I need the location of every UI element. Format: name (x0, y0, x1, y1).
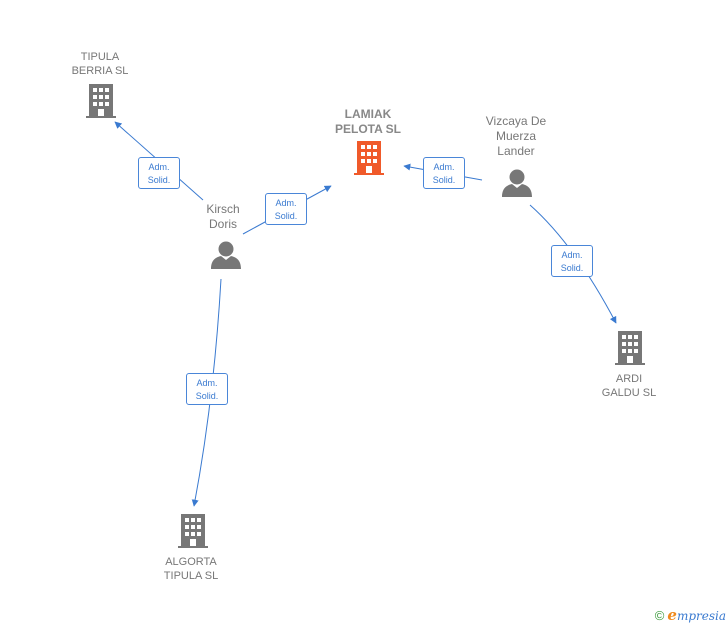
edge-label-line2: Solid. (432, 175, 456, 185)
edge-label-vizcaya-lamiak: Adm. Solid. (423, 157, 465, 189)
edge-label-line2: Solid. (195, 391, 219, 401)
building-icon[interactable] (615, 331, 645, 365)
node-label-ardi-galdu[interactable]: ARDI GALDU SL (601, 373, 657, 399)
edge-label-line1: Adm. (275, 198, 297, 208)
edge-label-kirsch-lamiak: Adm. Solid. (265, 193, 307, 225)
edge-label-kirsch-algorta: Adm. Solid. (186, 373, 228, 405)
brand-logo[interactable]: ©empresia (655, 606, 726, 624)
brand-name: mpresia (676, 609, 726, 623)
edge-label-line1: Adm. (561, 250, 583, 260)
edge-label-line2: Solid. (147, 175, 171, 185)
copyright-symbol: © (654, 608, 665, 623)
node-label-tipula-berria[interactable]: TIPULA BERRIA SL (71, 51, 129, 77)
node-label-lamiak-pelota[interactable]: LAMIAK PELOTA SL (335, 107, 401, 136)
node-label-kirsch-doris[interactable]: Kirsch Doris (206, 202, 240, 231)
person-icon[interactable] (502, 169, 532, 198)
edge-label-line1: Adm. (433, 162, 455, 172)
building-icon[interactable] (178, 514, 208, 548)
edge-label-kirsch-tipula: Adm. Solid. (138, 157, 180, 189)
node-label-vizcaya-de-muerza-lander[interactable]: Vizcaya De Muerza Lander (485, 114, 547, 158)
edge-label-line2: Solid. (560, 263, 584, 273)
building-icon[interactable] (354, 141, 384, 175)
node-label-algorta-tipula[interactable]: ALGORTA TIPULA SL (163, 556, 219, 582)
brand-initial: e (667, 606, 677, 624)
building-icon[interactable] (86, 84, 116, 118)
edge-label-line1: Adm. (148, 162, 170, 172)
edge-label-line2: Solid. (274, 211, 298, 221)
edge-label-vizcaya-ardi: Adm. Solid. (551, 245, 593, 277)
person-icon[interactable] (211, 241, 241, 270)
edge-label-line1: Adm. (196, 378, 218, 388)
